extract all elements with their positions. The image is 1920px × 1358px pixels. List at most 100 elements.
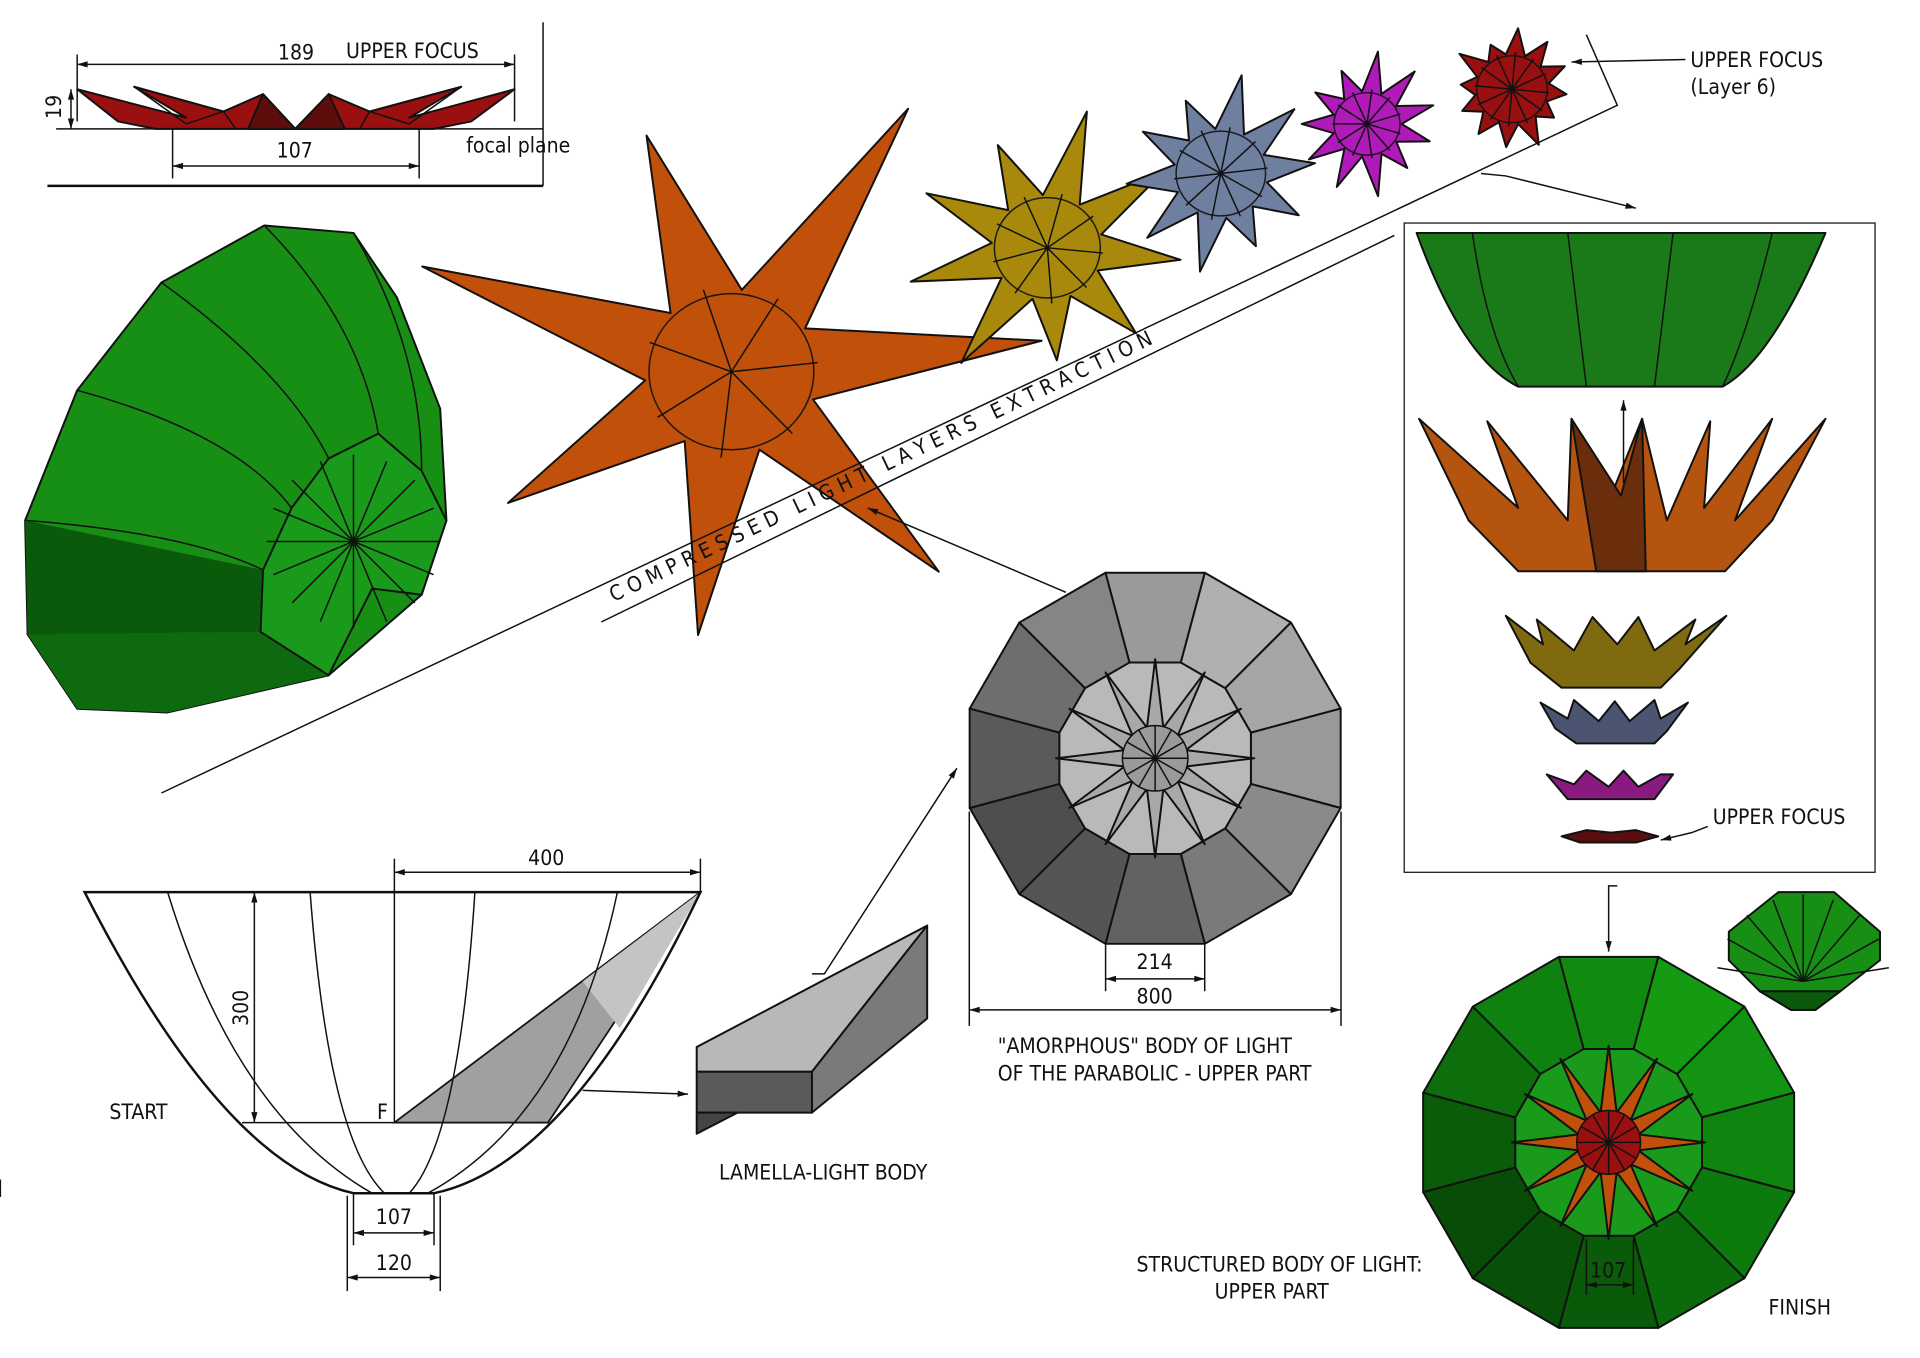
finish-label: FINISH xyxy=(1768,1295,1830,1320)
orange-layer-ray xyxy=(730,371,793,435)
slate-layer-ray xyxy=(1220,167,1268,175)
red-layer-6-ray xyxy=(1511,58,1535,90)
orange-layer-ray xyxy=(649,341,732,373)
magenta-layer-ray xyxy=(1366,97,1391,125)
slate-layer-ray xyxy=(1220,173,1242,217)
olive-layer-ray xyxy=(1046,247,1053,304)
structured-label-line1: STRUCTURED BODY OF LIGHT: xyxy=(1137,1251,1423,1276)
red-layer-6-ray xyxy=(1507,89,1513,127)
amorphous-label-line2: OF THE PARABOLIC - UPPER PART xyxy=(998,1060,1312,1085)
dim-19: 19 xyxy=(41,95,66,119)
red-layer-6-ray xyxy=(1511,73,1547,90)
left-bowl-ray xyxy=(291,540,355,604)
slate-layer xyxy=(1125,74,1316,273)
focal-plane-label: focal plane xyxy=(466,132,570,157)
left-bowl-ray xyxy=(291,479,355,542)
magenta-layer-ray xyxy=(1366,123,1391,151)
small-bowl-ray xyxy=(1717,967,1804,983)
orange-layer-ray xyxy=(720,371,733,458)
magenta-layer-ray xyxy=(1337,123,1368,144)
amorphous-body xyxy=(968,571,1342,945)
left-bowl-ray xyxy=(353,507,434,543)
left-bowl-ray xyxy=(352,540,416,604)
gray-body-ray xyxy=(1138,757,1156,787)
left-bowl-ray xyxy=(319,541,355,622)
red-layer-6-ray xyxy=(1511,88,1550,94)
green-body-ray xyxy=(1580,1125,1610,1144)
lamella-light-body: LAMELLA-LIGHT BODY xyxy=(695,767,958,1185)
dim-107-inset: 107 xyxy=(277,137,313,162)
inset-title: UPPER FOCUS xyxy=(346,38,479,63)
gray-body-ray xyxy=(1138,729,1156,759)
dim-214: 214 xyxy=(1137,949,1173,974)
red-layer-6-ray xyxy=(1511,88,1543,112)
small-bowl-ray xyxy=(1727,938,1804,982)
red-layer-6 xyxy=(1458,27,1568,149)
magenta-layer-ray xyxy=(1366,113,1401,125)
upper-focus-inset: 189 UPPER FOCUS 19 107 focal plane xyxy=(41,22,570,188)
light-layers xyxy=(421,27,1568,637)
left-bowl-ray xyxy=(352,479,416,542)
magenta-layer-ray xyxy=(1337,104,1368,125)
magenta-layer-ray xyxy=(1351,92,1368,125)
start-label: START xyxy=(109,1099,168,1124)
magenta-layer-ray xyxy=(1351,123,1368,156)
olive-layer-ray xyxy=(993,247,1048,263)
dim-107-parabola: 107 xyxy=(376,1204,412,1229)
left-bowl-ray xyxy=(319,461,355,542)
left-bowl-ray xyxy=(273,507,354,543)
dim-400: 400 xyxy=(528,845,564,870)
dim-300: 300 xyxy=(228,990,253,1026)
olive-layer-ray xyxy=(1046,247,1088,289)
magenta-layer-ray xyxy=(1366,123,1401,135)
dim-800: 800 xyxy=(1137,984,1173,1009)
small-bowl-ray xyxy=(1803,967,1889,983)
green-body-ray xyxy=(1608,1125,1637,1144)
gray-body-ray xyxy=(1126,757,1156,776)
slate-layer-ray xyxy=(1185,172,1222,206)
gray-body-ray xyxy=(1154,757,1173,787)
slate-layer-ray xyxy=(1220,172,1263,198)
magenta-layer-ray xyxy=(1366,123,1373,159)
slate-layer-ray xyxy=(1179,149,1222,175)
olive-layer xyxy=(909,110,1182,364)
left-bowl-ray xyxy=(353,540,434,576)
dim-107-structured: 107 xyxy=(1590,1257,1626,1282)
small-bowl-ray xyxy=(1802,914,1861,982)
magenta-layer-ray xyxy=(1366,89,1373,125)
green-body-ray xyxy=(1592,1142,1610,1171)
dim-120: 120 xyxy=(376,1250,412,1275)
orange-layer-ray xyxy=(730,298,779,373)
green-parabolic-body xyxy=(24,224,448,714)
small-bowl-ray xyxy=(1746,914,1804,982)
left-bowl-ray xyxy=(273,540,354,576)
red-layer-6-ray xyxy=(1474,84,1513,90)
layer-stack-box: UPPER FOCUS xyxy=(1403,222,1876,952)
olive-layer-ray xyxy=(1023,196,1049,249)
left-bowl-ray xyxy=(352,461,388,542)
green-body-ray xyxy=(1607,1114,1626,1143)
small-bowl-ray xyxy=(1802,938,1880,982)
orange-layer xyxy=(421,107,1043,637)
green-body-ray xyxy=(1608,1141,1637,1159)
stack-upper-focus-label: UPPER FOCUS xyxy=(1713,804,1846,829)
magenta-layer xyxy=(1300,50,1435,198)
red-layer-6-ray xyxy=(1511,88,1529,124)
slate-layer-ray xyxy=(1220,127,1231,174)
red-layer-6-ray xyxy=(1477,88,1513,106)
red-layer-6-ray xyxy=(1511,52,1517,90)
amorphous-dimensions: 214 800 "AMORPHOUS" BODY OF LIGHT OF THE… xyxy=(867,507,1342,1085)
parabolic-reflector: 400 300 107 120 START F xyxy=(0,845,703,1292)
red-layer-6-ray xyxy=(1481,67,1513,90)
olive-layer-ray xyxy=(996,223,1048,249)
gray-body-ray xyxy=(1154,729,1173,759)
structured-labels: 107 STRUCTURED BODY OF LIGHT: UPPER PART… xyxy=(1137,1239,1831,1320)
olive-layer-ray xyxy=(1046,215,1094,249)
red-layer-6-ray xyxy=(1495,55,1513,90)
olive-layer-ray xyxy=(1047,247,1103,254)
slate-layer-ray xyxy=(1173,172,1221,180)
gray-body-ray xyxy=(1154,757,1184,776)
upper-focus-layer6-line1: UPPER FOCUS xyxy=(1690,47,1823,72)
gray-body-ray xyxy=(1126,741,1156,759)
